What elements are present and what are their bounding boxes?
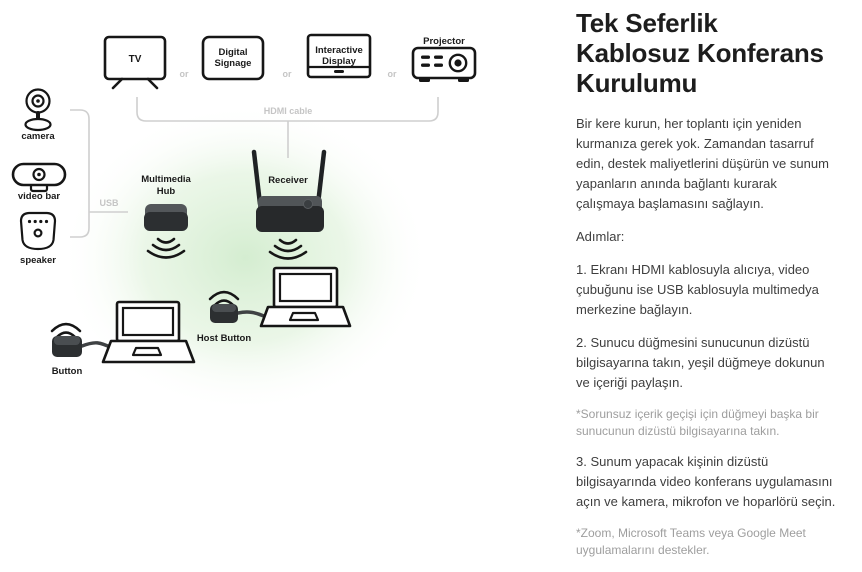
green-glow: [60, 103, 430, 413]
receiver-label: Receiver: [268, 175, 308, 186]
usb-label: USB: [99, 198, 119, 208]
note-supported-apps: *Zoom, Microsoft Teams veya Google Meet …: [576, 526, 806, 557]
note-seamless-switch: *Sorunsuz içerik geçişi için düğmeyi baş…: [576, 407, 819, 438]
usb-connector: USB: [70, 109, 128, 238]
step-3: 3. Sunum yapacak kişinin dizüstü bilgisa…: [576, 454, 836, 509]
or-label-3: or: [388, 69, 397, 79]
button-icon: Button: [50, 322, 83, 377]
video-bar-label: video bar: [18, 191, 61, 202]
tv-label: TV: [129, 54, 142, 65]
video-bar-icon: video bar: [11, 162, 67, 202]
digital-signage-label-1: Digital: [218, 47, 247, 58]
host-button-label: Host Button: [197, 333, 252, 344]
camera-icon: camera: [21, 88, 55, 142]
tv-icon: TV: [103, 35, 167, 90]
host-button-icon: Host Button: [197, 290, 252, 344]
projector-label: Projector: [423, 36, 465, 47]
or-label-1: or: [180, 69, 189, 79]
step-2: 2. Sunucu düğmesini sunucunun dizüstü bi…: [576, 335, 825, 390]
digital-signage-icon: Digital Signage: [201, 35, 265, 81]
multimedia-hub-label-2: Hub: [157, 186, 176, 197]
page-title: Tek Seferlik Kablosuz Konferans Kurulumu: [576, 8, 824, 98]
interactive-display-label-2: Display: [322, 56, 357, 67]
receiver-icon: Receiver: [251, 149, 327, 260]
speaker-icon: speaker: [19, 211, 56, 266]
receiver-signal-icon: [268, 238, 308, 260]
intro-paragraph: Bir kere kurun, her toplantı için yenide…: [576, 116, 829, 211]
multimedia-hub-label-1: Multimedia: [141, 174, 191, 185]
multimedia-hub-icon: Multimedia Hub: [141, 174, 192, 259]
guest-laptop-icon: [80, 300, 196, 364]
interactive-display-label-1: Interactive: [315, 45, 363, 56]
setup-diagram: HDMI cable USB TV or Digital Signage or …: [0, 0, 560, 420]
host-laptop-icon: [236, 266, 352, 328]
projector-icon: Projector: [411, 36, 477, 82]
hdmi-cable-connector: HDMI cable: [136, 97, 439, 158]
steps-heading: Adımlar:: [576, 229, 625, 244]
interactive-display-icon: Interactive Display: [306, 33, 372, 79]
or-label-2: or: [283, 69, 292, 79]
digital-signage-label-2: Signage: [215, 58, 252, 69]
hub-signal-icon: [146, 237, 186, 259]
speaker-label: speaker: [20, 255, 56, 266]
step-1: 1. Ekranı HDMI kablosuyla alıcıya, video…: [576, 262, 819, 317]
camera-label: camera: [21, 131, 55, 142]
hdmi-cable-label: HDMI cable: [264, 106, 313, 116]
button-label: Button: [52, 366, 83, 377]
instructions-panel: Tek Seferlik Kablosuz Konferans Kurulumu…: [576, 8, 838, 571]
